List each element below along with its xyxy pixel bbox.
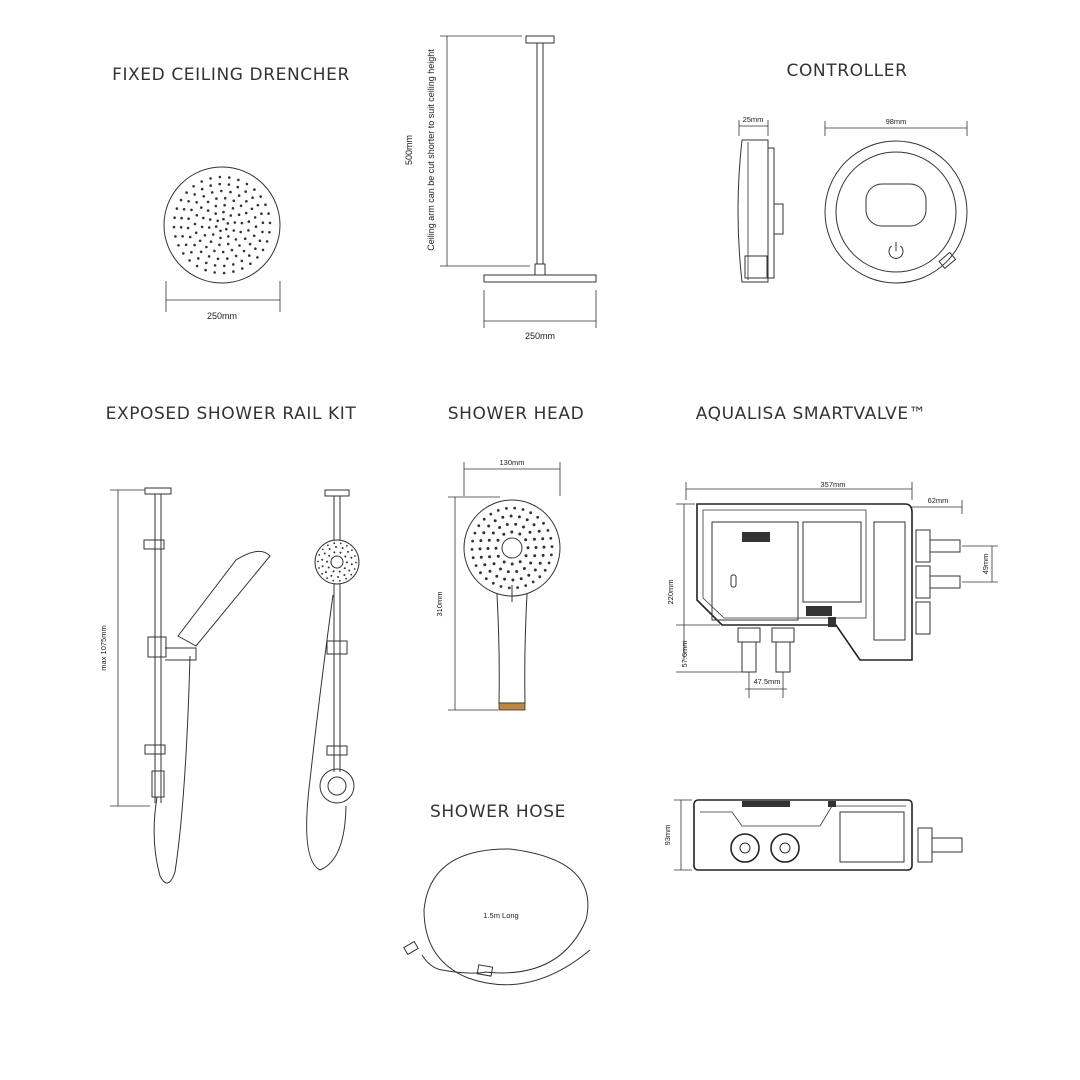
rail-kit-front-view xyxy=(306,489,360,871)
controller-diameter-label: 98mm xyxy=(886,117,907,126)
controller-diameter-dimension: 98mm xyxy=(824,117,968,136)
title-aqualisa-smartvalve: AQUALISA SMARTVALVE™ xyxy=(696,404,927,424)
smartvalve-front-view xyxy=(696,503,961,673)
smartvalve-height-dimension: 220mm 57.6mm xyxy=(666,503,742,673)
arm-height-dimension: 500mm Ceiling arm can be cut shorter to … xyxy=(404,35,530,267)
smartvalve-side-depth-label: 62mm xyxy=(928,496,949,505)
drencher-width-dimension: 250mm xyxy=(165,281,281,321)
title-fixed-ceiling-drencher: FIXED CEILING DRENCHER xyxy=(112,65,350,85)
title-exposed-shower-rail-kit: EXPOSED SHOWER RAIL KIT xyxy=(106,404,357,424)
smartvalve-bottom-view xyxy=(693,799,963,871)
smartvalve-base-offset-label: 57.6mm xyxy=(680,640,689,667)
smartvalve-depth-label: 93mm xyxy=(663,825,672,846)
title-controller: CONTROLLER xyxy=(786,61,907,81)
arm-width-label: 250mm xyxy=(525,331,555,341)
smartvalve-outlet-spacing-label: 49mm xyxy=(981,554,990,575)
drencher-arm-side xyxy=(483,35,597,283)
smartvalve-depth-dimension: 93mm xyxy=(663,799,692,871)
shower-head-length-dimension: 310mm xyxy=(435,496,500,711)
rail-kit-height-label: max 1075mm xyxy=(99,625,108,670)
smartvalve-outlet-spacing-dimension: 49mm xyxy=(962,545,998,583)
arm-width-dimension: 250mm xyxy=(483,290,597,341)
drencher-width-label: 250mm xyxy=(207,311,237,321)
shower-head-drawing xyxy=(463,499,561,711)
arm-cut-note: Ceiling arm can be cut shorter to suit c… xyxy=(426,49,436,251)
shower-head-length-label: 310mm xyxy=(435,591,444,616)
title-shower-head: SHOWER HEAD xyxy=(448,404,585,424)
shower-hose-drawing: 1.5m Long xyxy=(403,848,591,986)
controller-side-view xyxy=(737,139,784,283)
drencher-head-front xyxy=(163,166,281,284)
smartvalve-side-depth-dimension: 62mm xyxy=(912,496,963,514)
controller-depth-dimension: 25mm xyxy=(738,115,769,136)
shower-hose-length-label: 1.5m Long xyxy=(483,911,518,920)
smartvalve-inlet-spacing-label: 47.5mm xyxy=(753,677,780,686)
shower-head-width-label: 130mm xyxy=(499,458,524,467)
controller-depth-label: 25mm xyxy=(743,115,764,124)
rail-kit-side-view xyxy=(143,487,271,884)
title-shower-hose: SHOWER HOSE xyxy=(430,802,566,822)
arm-height-label: 500mm xyxy=(404,135,414,165)
smartvalve-width-dimension: 357mm xyxy=(685,480,913,500)
controller-front-view xyxy=(824,140,968,284)
smartvalve-height-label: 220mm xyxy=(666,579,675,604)
smartvalve-width-label: 357mm xyxy=(820,480,845,489)
rail-kit-height-dimension: max 1075mm xyxy=(99,489,150,807)
smartvalve-inlet-spacing-dimension: 47.5mm xyxy=(745,672,787,698)
shower-head-width-dimension: 130mm xyxy=(463,458,561,496)
